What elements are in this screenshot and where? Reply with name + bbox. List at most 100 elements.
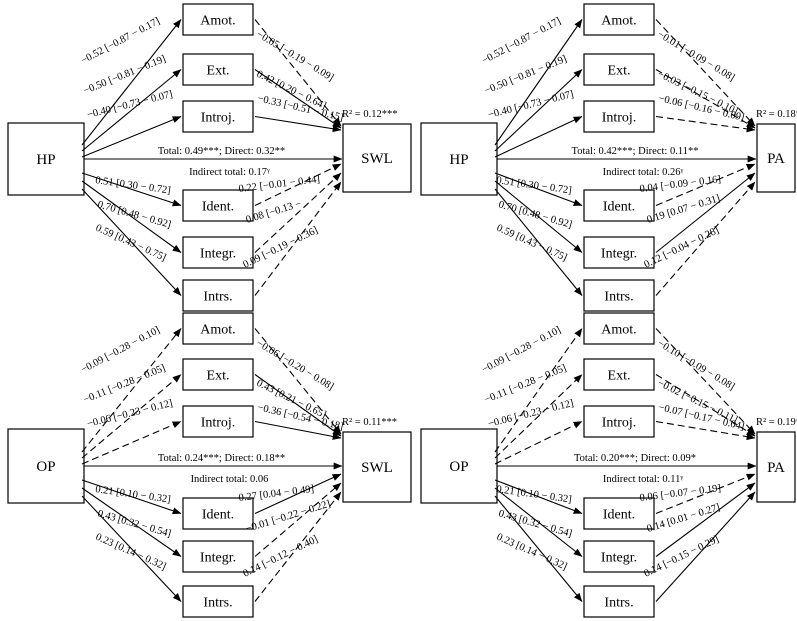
a-path-label: 0.59 [0.43 − 0.75] [495,223,569,264]
predictor-label: HP [36,152,55,168]
mediator-box [182,540,254,573]
mediator-box [182,53,254,86]
indirect-total-label: Indirect total: 0.11ᵞ [603,474,683,485]
mediator-label: Ext. [207,369,230,384]
a-path-arrow [81,495,182,602]
outcome-label: PA [767,151,785,167]
mediator-box [182,3,254,36]
outcome-label: SWL [361,151,393,167]
predictor-box [420,428,498,504]
mediator-label: Amot. [601,323,636,338]
mediator-label: Introj. [201,111,236,126]
b-path-arrow [254,115,342,133]
b-path-arrow [655,19,756,127]
a-path-arrow [81,180,182,253]
mediator-box [583,540,655,573]
outcome-box [342,123,412,193]
mediator-box [583,189,655,222]
a-path-arrow [81,328,182,453]
a-path-label: 0.21 [0.10 − 0.32] [496,484,573,505]
a-path-label: 0.59 [0.43 − 0.75] [94,223,168,264]
predictor-box [7,122,85,196]
mediator-label: Ext. [608,64,631,79]
b-path-arrow [254,163,342,206]
b-path-arrow [254,69,342,129]
mediator-box [182,405,254,438]
a-path-arrow [494,421,583,465]
mediator-label: Amot. [601,14,636,29]
a-path-arrow [494,116,583,158]
mediator-box [583,358,655,391]
mediator-label: Ident. [603,200,635,215]
mediator-box [182,279,254,312]
b-path-arrow [254,482,342,557]
a-path-arrow [81,115,182,158]
b-path-arrow [655,69,756,129]
b-path-arrow [254,420,342,440]
outcome-label: SWL [361,460,393,476]
mediator-box [583,497,655,530]
b-path-arrow [655,328,756,435]
mediator-box [583,279,655,312]
total-direct-label: Total: 0.42***; Direct: 0.11** [572,146,699,157]
outcome-box [756,431,796,503]
total-direct-label: Total: 0.20***; Direct: 0.09* [574,453,696,464]
a-path-label: 0.51 [0.30 − 0.72] [95,175,172,196]
outcome-box [756,123,796,193]
b-path-arrow [254,181,342,296]
mediator-box [583,236,655,269]
mediator-box [583,100,655,133]
b-path-label: 0.27 [0.04 − 0.49] [238,484,315,504]
mediator-box [182,312,254,345]
mediator-label: Integr. [200,247,236,262]
mediator-label: Introj. [602,416,637,431]
a-path-arrow [494,188,583,296]
b-path-arrow [254,172,342,253]
mediator-label: Intrs. [203,290,232,305]
mediator-label: Ext. [207,64,230,79]
a-path-arrow [81,479,182,515]
b-path-arrow [655,482,756,557]
b-path-arrow [254,374,342,437]
predictor-box [7,428,85,504]
indirect-total-label: Indirect total: 0.06 [191,474,269,485]
b-path-arrow [655,172,756,253]
r-squared-label: R² = 0.12*** [342,109,397,120]
b-path-arrow [655,115,756,133]
mediator-label: Amot. [200,14,235,29]
mediator-label: Integr. [200,551,236,566]
a-path-arrow [81,188,182,296]
b-path-arrow [655,473,756,515]
mediator-label: Ident. [202,508,234,523]
mediator-label: Amot. [200,323,235,338]
mediator-label: Integr. [601,247,637,262]
mediator-box [583,585,655,618]
mediator-label: Intrs. [604,290,633,305]
mediator-label: Ident. [202,200,234,215]
total-direct-label: Total: 0.49***; Direct: 0.32** [158,146,285,157]
b-path-arrow [254,328,342,435]
a-path-arrow [494,487,583,557]
mediator-box [182,497,254,530]
outcome-label: PA [767,460,785,476]
b-path-arrow [254,491,342,602]
mediator-box [583,53,655,86]
a-path-arrow [494,69,583,152]
a-path-arrow [81,487,182,557]
predictor-label: HP [449,152,468,168]
mediator-box [182,189,254,222]
a-path-arrow [494,172,583,207]
mediator-box [583,405,655,438]
a-path-arrow [494,479,583,515]
b-path-arrow [655,163,756,207]
mediator-box [182,585,254,618]
a-path-arrow [81,172,182,207]
a-path-label: 0.51 [0.30 − 0.72] [496,175,573,196]
mediator-label: Ident. [603,508,635,523]
total-direct-label: Total: 0.24***; Direct: 0.18** [158,453,285,464]
